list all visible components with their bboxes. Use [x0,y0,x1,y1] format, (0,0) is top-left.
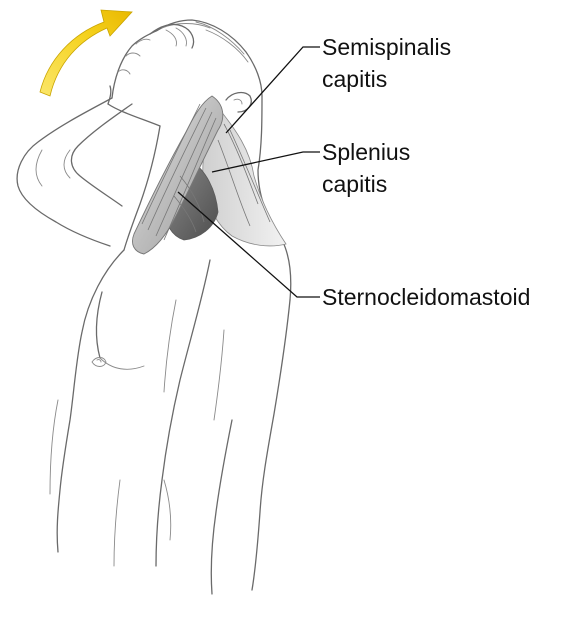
label-sternocleidomastoid: Sternocleidomastoid [322,284,530,310]
curved-arrow-icon [40,10,132,96]
label-splenius-line1: Splenius [322,139,410,165]
label-semispinalis-line2: capitis [322,66,387,92]
label-splenius-line2: capitis [322,171,387,197]
leader-semispinalis [226,47,320,133]
label-semispinalis-line1: Semispinalis [322,34,451,60]
labels: Semispinalis capitis Splenius capitis St… [322,34,530,310]
neck-muscles [132,96,286,254]
